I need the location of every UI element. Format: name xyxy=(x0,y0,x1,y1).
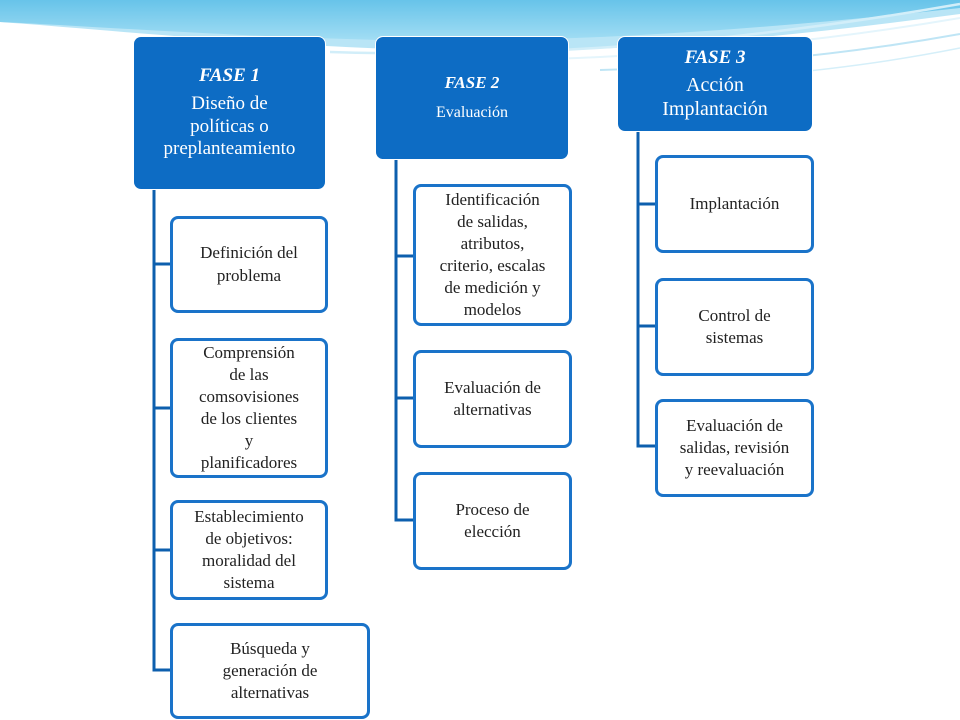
phase2-task-evaluacion: Evaluación de alternativas xyxy=(413,350,572,448)
phase1-task-busqueda: Búsqueda y generación de alternativas xyxy=(170,623,370,719)
phase2-name: Evaluación xyxy=(436,104,508,122)
phase1-name: Diseño de políticas o preplanteamiento xyxy=(163,92,296,160)
phase1-task-definicion: Definición del problema xyxy=(170,216,328,313)
phase2-header: FASE 2 Evaluación xyxy=(376,37,568,159)
phase1-number: FASE 1 xyxy=(198,64,261,86)
phase2-task-proceso: Proceso de elección xyxy=(413,472,572,570)
phase2-task-identificacion: Identificación de salidas, atributos, cr… xyxy=(413,184,572,326)
phase3-task-control: Control de sistemas xyxy=(655,278,814,376)
phase1-task-establecimiento: Establecimiento de objetivos: moralidad … xyxy=(170,500,328,600)
phase3-name: Acción Implantación xyxy=(662,74,768,120)
phase3-number: FASE 3 xyxy=(684,47,746,68)
phase2-number: FASE 2 xyxy=(444,73,500,93)
phase1-task-comprension: Comprensión de las comsovisiones de los … xyxy=(170,338,328,478)
phase3-header: FASE 3 Acción Implantación xyxy=(618,37,812,131)
phase1-header: FASE 1 Diseño de políticas o preplanteam… xyxy=(134,37,325,189)
phase3-task-implantacion: Implantación xyxy=(655,155,814,253)
phase3-task-evaluacion-salidas: Evaluación de salidas, revisión y reeval… xyxy=(655,399,814,497)
